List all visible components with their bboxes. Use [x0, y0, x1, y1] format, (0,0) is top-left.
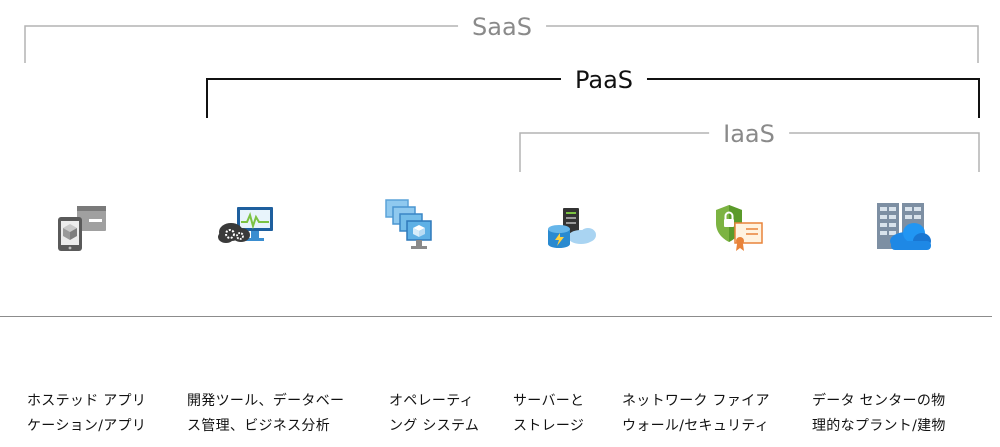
development-tools-icon	[218, 207, 273, 243]
caption-server-storage: サーバーと ストレージ	[513, 393, 585, 434]
virtual-machines-icon	[385, 199, 432, 249]
caption-development-tools: 開発ツール、データベー ス管理、ビジネス分析	[187, 393, 345, 434]
iaas-bracket	[519, 132, 980, 172]
caption-datacenter: データ センターの物 理的なプラント/建物	[812, 393, 946, 434]
caption-operating-system: オペレーティ ング システム	[389, 393, 480, 434]
paas-label: PaaS	[560, 65, 648, 95]
caption-hosted-application: ホステッド アプリ ケーション/アプリ	[27, 393, 147, 434]
iaas-label: IaaS	[709, 119, 789, 149]
datacenter-icon	[877, 203, 931, 250]
divider-line	[0, 316, 992, 317]
saas-label: SaaS	[458, 12, 546, 42]
caption-network-security: ネットワーク ファイア ウォール/セキュリティ	[622, 393, 770, 434]
hosted-application-icon	[58, 206, 106, 251]
server-storage-icon	[548, 208, 596, 248]
network-security-icon	[716, 205, 763, 251]
